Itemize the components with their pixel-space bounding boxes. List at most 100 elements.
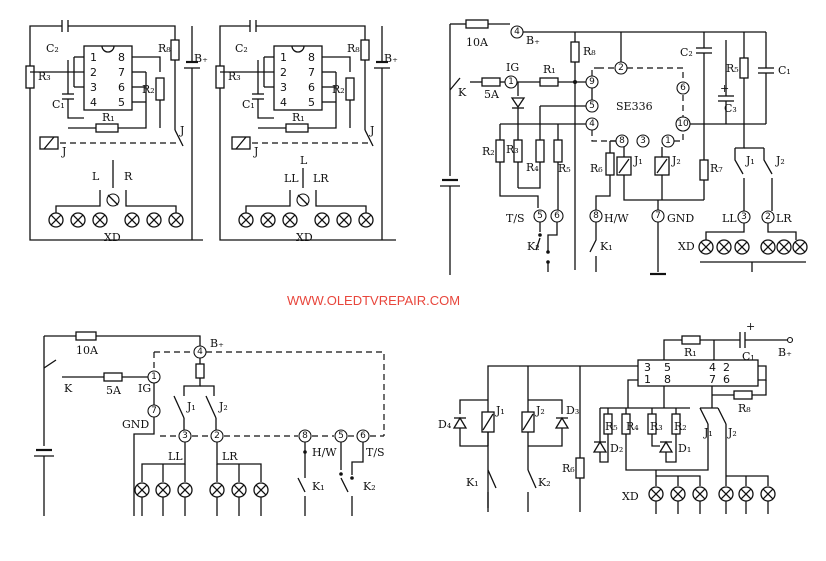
d5-d3-bot	[528, 428, 563, 447]
d5-xd-label: XD	[622, 490, 639, 503]
d5-r1-label: R₁	[684, 346, 697, 359]
d5-j2-label: J₂	[535, 404, 545, 417]
d5-pin1-wire	[627, 379, 638, 408]
d2-pin-7: 7	[308, 66, 315, 79]
d3-lr-label: LR	[776, 212, 792, 225]
d5-pin-4: 4	[709, 361, 716, 374]
d5-lamp-3	[692, 486, 708, 502]
flasher-circuit-2: C₂ R₃ C₁ 1 2 3 4 8 7 6 5 R₁ R₂ R₈	[215, 20, 398, 244]
d3-r4-label: R₄	[526, 161, 539, 174]
d2-pin-2: 2	[280, 66, 287, 79]
d5-d3-label: D₃	[566, 404, 579, 417]
d5-pin-1: 1	[644, 373, 651, 386]
d1-c2-label: C₂	[46, 42, 59, 55]
d3-fuse10-label: 10A	[466, 36, 489, 49]
d3-relay-gnd-bus	[623, 175, 704, 201]
d4-ts-label: T/S	[366, 446, 385, 459]
d2-ll-label: LL	[284, 172, 299, 185]
d5-c1-label: C₁	[742, 350, 755, 363]
d3-node-3-ll-text: 3	[741, 212, 747, 222]
d2-lamp-4	[314, 212, 330, 228]
d5-relay-j2-slash	[522, 413, 534, 431]
d2-r8-label: R₈	[347, 42, 360, 55]
d3-node-3-text: 3	[640, 136, 646, 146]
ic-relay-circuit: 3 5 4 2 1 8 7 6 R₁ + C₁ B₊ R₈ D₄	[438, 320, 794, 514]
d2-ic	[273, 45, 323, 111]
d5-pin-6: 6	[723, 373, 730, 386]
d3-gnd-label: GND	[667, 212, 694, 225]
d4-lr-label: LR	[222, 450, 238, 463]
d5-k1-switch	[487, 469, 497, 489]
d3-switch-j1	[734, 148, 744, 175]
d4-resistor	[195, 363, 205, 379]
d3-xd-label: XD	[678, 240, 695, 253]
d3-k2-label: K₂	[527, 240, 540, 253]
d1-pin-1: 1	[90, 51, 97, 64]
d3-r2	[495, 139, 505, 163]
d5-d2-label: D₂	[610, 442, 623, 455]
d5-d2	[592, 440, 608, 453]
d4-node-4-text: 4	[197, 347, 203, 357]
d2-pin-4: 4	[280, 96, 287, 109]
d5-lamp-6	[760, 486, 776, 502]
d3-r8-label: R₈	[583, 45, 596, 58]
d2-pin-3: 3	[280, 81, 287, 94]
d3-fuse-10a	[465, 19, 489, 29]
d5-r8	[733, 390, 753, 400]
watermark: WWW.OLEDTVREPAIR.COM	[287, 293, 460, 308]
d4-j2-label: J₂	[218, 400, 228, 413]
d2-lamp-3	[282, 212, 298, 228]
d2-r2-label: R₂	[332, 83, 345, 96]
d3-ig-label: IG	[506, 61, 519, 74]
d5-d4-bot	[459, 428, 488, 447]
d1-xd-label: XD	[104, 231, 121, 244]
d3-node-8-hw-text: 8	[593, 211, 599, 221]
d5-r1-wire	[663, 339, 682, 360]
d2-r1-wire2	[308, 72, 337, 129]
d5-d4-label: D₄	[438, 418, 452, 431]
d3-chip-outline-6	[674, 131, 684, 142]
d4-k2-wire2	[351, 442, 364, 475]
d3-lamp-1	[698, 239, 714, 255]
d2-pin-5: 5	[308, 96, 315, 109]
d1-pin-4: 4	[90, 96, 97, 109]
d4-node-7-text: 7	[151, 406, 157, 416]
d3-node-4-top-text: 4	[514, 27, 520, 37]
d3-k1-switch	[589, 222, 597, 253]
d4-gnd-wire	[133, 417, 155, 516]
d2-r3	[215, 65, 225, 89]
d4-ll-label: LL	[168, 450, 183, 463]
d5-r8-label: R₈	[738, 402, 751, 415]
d5-j2s-label: J₂	[727, 426, 737, 439]
d1-pin-8: 8	[118, 51, 125, 64]
d5-switch-j1	[699, 407, 709, 425]
d1-relay-switch	[174, 129, 184, 147]
d3-lamp-4	[760, 239, 776, 255]
d3-k2-switch	[535, 237, 541, 251]
d2-r-bus	[315, 190, 367, 218]
d3-chip-label: SE336	[616, 100, 653, 113]
d1-pin8-wire	[132, 56, 161, 72]
d3-node-10-text: 10	[677, 119, 689, 129]
d1-r8-label: R₈	[158, 42, 171, 55]
d1-outer-wire	[29, 25, 203, 241]
d5-r6	[575, 457, 585, 479]
d1-l-bus	[55, 190, 101, 218]
d3-junction-r8	[573, 80, 577, 84]
d3-r7	[699, 159, 709, 181]
d2-relay-slash	[235, 136, 247, 150]
d5-k2-switch	[527, 469, 537, 489]
d5-r1	[681, 335, 701, 345]
d4-j1-label: J₁	[186, 400, 196, 413]
d5-r8-wire	[752, 380, 767, 396]
se336-circuit: 10A 4 B₊ K 5A 1 IG R₁ R₈ 9 2 6 5	[440, 19, 808, 276]
d4-k-label: K	[64, 382, 73, 395]
d1-r2-label: R₂	[142, 83, 155, 96]
d1-lamp-5	[146, 212, 162, 228]
d2-lamp-5	[336, 212, 352, 228]
d2-l-bus	[245, 190, 291, 218]
d5-d4-top	[459, 399, 488, 414]
d3-r7-label: R₇	[710, 162, 723, 175]
d3-node-5-text: 5	[589, 101, 595, 111]
d5-pin-3: 3	[644, 361, 651, 374]
